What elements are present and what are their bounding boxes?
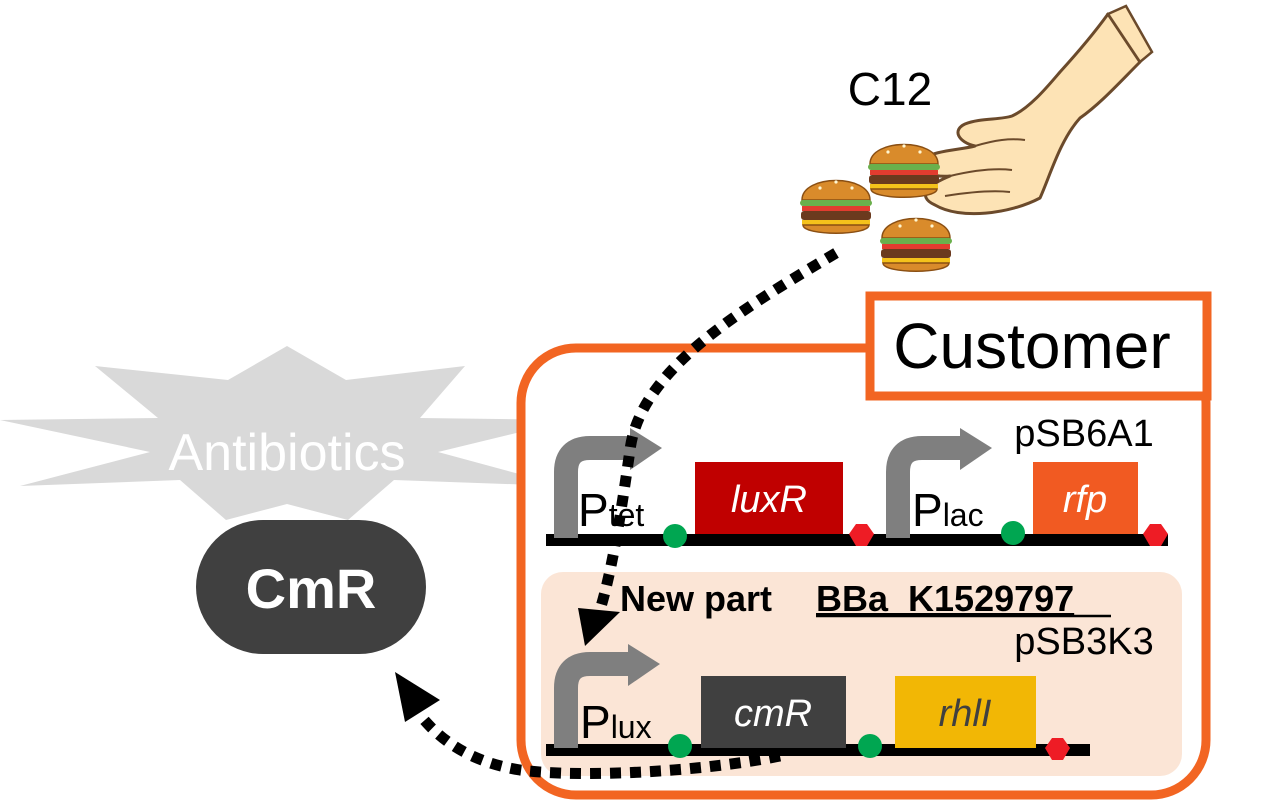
promoter-plux: Plux [580, 696, 652, 748]
gene-cmR-label: cmR [734, 693, 812, 735]
gene-rhlI-box [895, 676, 1036, 748]
rbs-icon [1001, 521, 1025, 545]
terminator-icon [1045, 738, 1070, 760]
rbs-icon [668, 734, 692, 758]
plasmid1-label: pSB6A1 [1014, 413, 1153, 455]
gene-rfp-box [1033, 462, 1138, 534]
c12-induction-arrowhead [578, 608, 620, 646]
c12-induction-arrow [594, 248, 839, 612]
rbs-icon [858, 734, 882, 758]
new-part-id: BBa_K1529797 [816, 578, 1074, 619]
terminator-icon [849, 524, 874, 546]
cmr-pill [196, 520, 426, 654]
plasmid2-label: pSB3K3 [1014, 621, 1153, 663]
promoter-arrow-icon [554, 644, 660, 748]
cmr-expression-arrowhead [395, 672, 440, 722]
antibiotics-label: Antibiotics [169, 424, 406, 482]
promoter-arrow-icon [554, 428, 662, 538]
gene-luxR-label: luxR [731, 479, 807, 521]
burger-icon [880, 217, 952, 272]
customer-title-box [865, 291, 1212, 401]
antibiotics-starburst [0, 346, 570, 520]
promoter-arrow-icon [886, 428, 992, 538]
promoter-plac: Plac [912, 484, 984, 536]
cmr-pill-label: CmR [246, 557, 377, 620]
rbs-icon [663, 524, 687, 548]
cmr-expression-arrow [415, 711, 782, 780]
customer-title: Customer [893, 310, 1170, 382]
c12-label: C12 [848, 63, 932, 115]
burger-icon [868, 143, 940, 198]
new-part-prefix: New part [620, 578, 772, 619]
gene-rfp-label: rfp [1063, 479, 1107, 521]
gene-luxR-box [695, 462, 843, 534]
gene-cmR-box [701, 676, 846, 748]
hand-icon [916, 4, 1154, 216]
gene-rhlI-label: rhlI [939, 693, 992, 735]
terminator-icon [1143, 524, 1168, 546]
burger-icon [800, 179, 872, 234]
